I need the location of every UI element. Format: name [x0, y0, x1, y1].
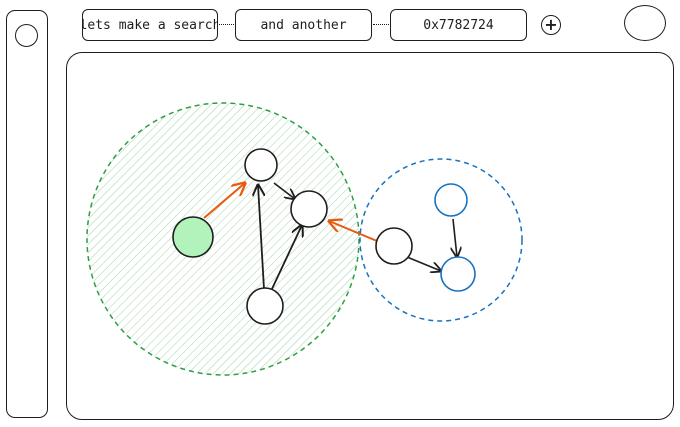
node-start[interactable] — [172, 216, 214, 258]
graph-canvas[interactable] — [66, 52, 674, 420]
tab-search-3[interactable]: 0x7782724 — [390, 9, 527, 41]
tab-search-1[interactable]: lets make a search — [82, 9, 218, 41]
edge-bridge-to-blue-bottom — [406, 256, 441, 271]
node-blue-top[interactable] — [434, 183, 468, 217]
edge-top-to-mid — [273, 182, 295, 199]
cluster-green — [86, 102, 360, 376]
edge-bottom-to-mid — [270, 225, 302, 292]
sidebar — [6, 10, 48, 418]
edge-start-to-top — [203, 183, 245, 219]
tab-connector — [219, 24, 234, 25]
sidebar-avatar-icon[interactable] — [15, 24, 38, 47]
edge-blue-top-to-blue-bottom — [453, 218, 457, 257]
node-mid[interactable] — [290, 190, 328, 228]
edge-bridge-to-mid — [329, 221, 378, 242]
node-top[interactable] — [244, 148, 278, 182]
user-avatar-icon[interactable] — [624, 5, 666, 41]
cluster-blue — [359, 158, 523, 322]
node-bridge[interactable] — [375, 227, 413, 265]
edge-bottom-to-top — [258, 185, 264, 290]
node-blue-bottom[interactable] — [440, 256, 476, 292]
graph-diagram — [86, 102, 523, 376]
add-tab-icon[interactable]: + — [541, 15, 561, 35]
tab-search-2[interactable]: and another — [235, 9, 372, 41]
node-bottom[interactable] — [246, 287, 284, 325]
tab-connector — [373, 24, 389, 25]
